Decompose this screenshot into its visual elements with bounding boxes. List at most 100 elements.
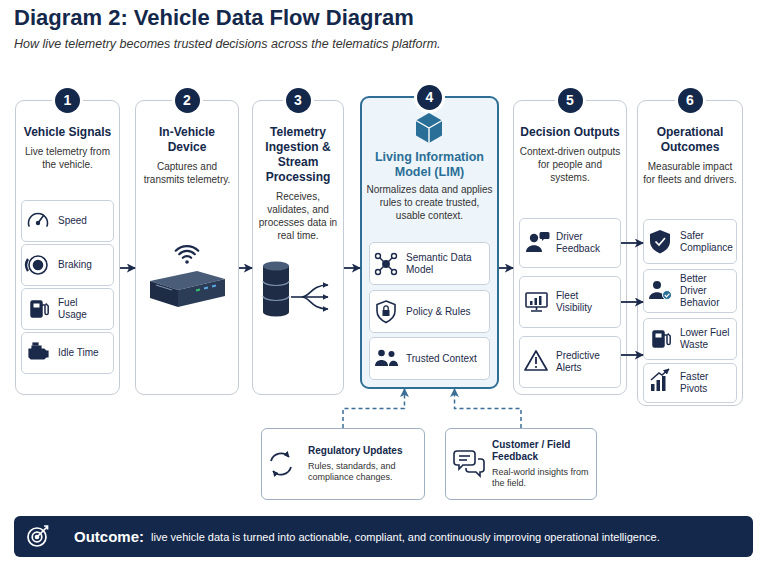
- flow-arrow: [120, 267, 135, 269]
- target-icon-part: [36, 536, 39, 539]
- flow-arrow: [621, 301, 643, 303]
- diagram-caption: How live telemetry becomes trusted decis…: [14, 37, 441, 51]
- trusted-icon-part: [389, 361, 398, 366]
- policy-icon-part: [384, 306, 388, 310]
- trusted-icon: [375, 350, 398, 366]
- semantic-icon-part: [392, 270, 397, 275]
- behavior-icon-part: [665, 294, 670, 297]
- input-title: Regulatory Updates: [308, 445, 418, 457]
- feedback-connector: [343, 389, 404, 428]
- model-card: 4Living Information Model (LIM)Normalize…: [360, 96, 499, 389]
- feedback-connector: [455, 389, 521, 428]
- idle-icon-part: [29, 346, 48, 359]
- input-description: Real-world insights from the field.: [492, 467, 590, 489]
- item-label: Safer Compliance: [680, 230, 733, 254]
- semantic-icon-part: [392, 254, 397, 259]
- database-icon-part: [263, 296, 289, 301]
- trusted-icon-part: [378, 350, 385, 357]
- step-number: 5: [558, 88, 583, 113]
- item-label: Fuel Usage: [58, 297, 109, 321]
- database-icon-part: [263, 308, 289, 317]
- speed-icon-part: [29, 213, 48, 226]
- input-description: Rules, standards, and compliance changes…: [308, 461, 418, 483]
- flow-arrow: [621, 242, 643, 244]
- item-box: Safer Compliance: [643, 219, 737, 264]
- item-box: Better Driver Behavior: [643, 269, 737, 313]
- stream-branches-part: [302, 296, 328, 298]
- telematics-device-part: [150, 281, 178, 307]
- shield-icon-part: [656, 238, 666, 245]
- driver-icon-part: [530, 234, 538, 242]
- item-box: Predictive Alerts: [519, 336, 621, 388]
- alert-icon: [525, 351, 547, 370]
- wifi-symbol-part: [185, 260, 189, 264]
- feedback-icon-part: [459, 455, 470, 457]
- behavior-icon-part: [649, 292, 665, 299]
- shield-icon: [650, 230, 670, 254]
- update-icon: [271, 453, 291, 474]
- input-box: Customer / Field FeedbackReal-world insi…: [445, 428, 597, 500]
- flow-arrow: [499, 267, 513, 269]
- item-box: Trusted Context: [369, 337, 490, 380]
- item-label: Lower Fuel Waste: [680, 327, 732, 351]
- brake-icon: [26, 256, 47, 274]
- target-icon-part: [37, 526, 48, 537]
- item-label: Braking: [58, 259, 92, 271]
- database-icon-part: [263, 266, 289, 312]
- stream-branches-part: [291, 296, 302, 298]
- behavior-icon: [649, 281, 672, 300]
- driver-icon-part: [540, 232, 550, 241]
- feedback-icon-part: [459, 459, 467, 461]
- step-number: 1: [55, 88, 80, 113]
- idle-icon: [29, 343, 48, 359]
- monitor-icon-part: [526, 293, 547, 307]
- target-icon-part: [32, 532, 42, 542]
- outcome-label: Outcome:: [74, 528, 144, 545]
- stage-title: In-Vehicle Device: [140, 125, 234, 155]
- stage-card: 2In-Vehicle DeviceCaptures and transmits…: [135, 100, 239, 395]
- speed-icon: [29, 213, 48, 226]
- semantic-icon-part: [376, 254, 381, 259]
- step-number: 6: [678, 88, 703, 113]
- driver-icon: [526, 232, 550, 252]
- outcome-band: Outcome:live vehicle data is turned into…: [14, 516, 753, 557]
- wifi-symbol-part: [183, 256, 191, 258]
- item-label: Policy & Rules: [406, 306, 470, 318]
- fuel-icon: [31, 301, 48, 317]
- pivot-icon-part: [657, 380, 661, 391]
- alert-icon-part: [535, 366, 537, 368]
- stage-title: Operational Outcomes: [642, 125, 738, 155]
- shield-icon-part: [650, 230, 670, 254]
- telematics-device-part: [150, 271, 225, 290]
- item-box: Driver Feedback: [519, 218, 621, 268]
- brake-icon-part: [34, 261, 43, 270]
- stage-title: Vehicle Signals: [20, 125, 115, 140]
- monitor-icon: [526, 293, 547, 311]
- monitor-icon-part: [531, 307, 542, 311]
- input-text: Regulatory UpdatesRules, standards, and …: [308, 445, 418, 483]
- item-label: Fleet Visibility: [556, 290, 616, 314]
- step-number: 3: [286, 88, 311, 113]
- step-number: 4: [417, 85, 442, 110]
- item-box: Semantic Data Model: [369, 242, 490, 285]
- stream-branches-part: [302, 285, 328, 297]
- idle-icon-part: [33, 343, 38, 345]
- database-icon-part: [263, 262, 289, 271]
- feedback-icon: [454, 451, 484, 476]
- stage-title: Telemetry Ingestion & Stream Processing: [257, 125, 339, 185]
- stage-card: 1Vehicle SignalsLive telemetry from the …: [15, 100, 120, 395]
- semantic-icon-part: [386, 264, 394, 272]
- pivot-icon: [651, 369, 669, 391]
- item-label: Driver Feedback: [556, 231, 616, 255]
- policy-icon-part: [377, 301, 395, 323]
- stream-branches-part: [302, 297, 328, 309]
- cube-icon-part: [416, 113, 442, 143]
- database-icon-part: [263, 281, 289, 286]
- item-box: Policy & Rules: [369, 290, 490, 333]
- speed-icon-part: [38, 216, 44, 224]
- driver-icon-part: [526, 245, 542, 252]
- stage-title: Living Information Model (LIM): [366, 150, 493, 180]
- policy-icon-part: [383, 310, 390, 316]
